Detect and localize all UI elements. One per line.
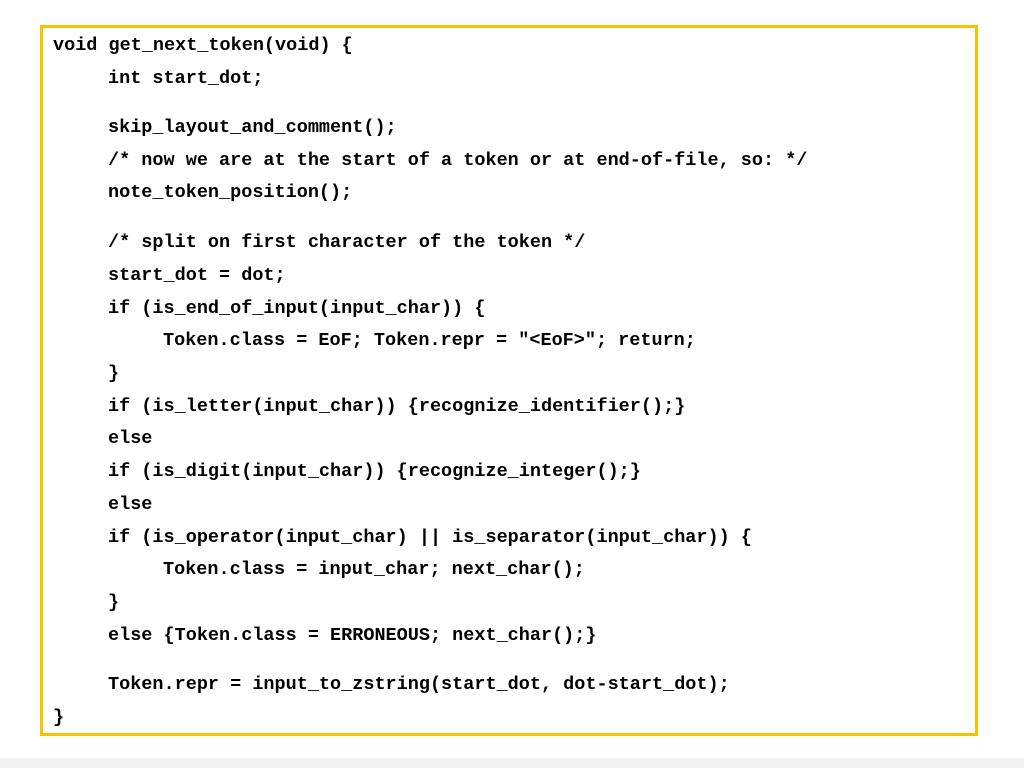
code-line: /* split on first character of the token… [108, 232, 586, 253]
code-line: /* now we are at the start of a token or… [108, 150, 808, 171]
code-line: if (is_operator(input_char) || is_separa… [108, 527, 752, 548]
code-line: Token.class = input_char; next_char(); [163, 559, 585, 580]
code-line: note_token_position(); [108, 182, 353, 203]
code-line: else [108, 494, 153, 515]
code-line: Token.repr = input_to_zstring(start_dot,… [108, 674, 730, 695]
code-line: int start_dot; [108, 68, 264, 89]
code-line: } [108, 592, 120, 613]
code-line: skip_layout_and_comment(); [108, 117, 397, 138]
code-line: } [53, 707, 65, 728]
code-line: else {Token.class = ERRONEOUS; next_char… [108, 625, 597, 646]
code-line: if (is_digit(input_char)) {recognize_int… [108, 461, 641, 482]
code-line: Token.class = EoF; Token.repr = "<EoF>";… [163, 330, 696, 351]
code-line: void get_next_token(void) { [53, 35, 353, 56]
code-line: if (is_letter(input_char)) {recognize_id… [108, 396, 686, 417]
code-line: if (is_end_of_input(input_char)) { [108, 298, 486, 319]
bottom-strip [0, 758, 1024, 768]
code-line: start_dot = dot; [108, 265, 286, 286]
code-block: void get_next_token(void) { int start_do… [40, 25, 978, 736]
code-line: else [108, 428, 153, 449]
code-line: } [108, 363, 120, 384]
